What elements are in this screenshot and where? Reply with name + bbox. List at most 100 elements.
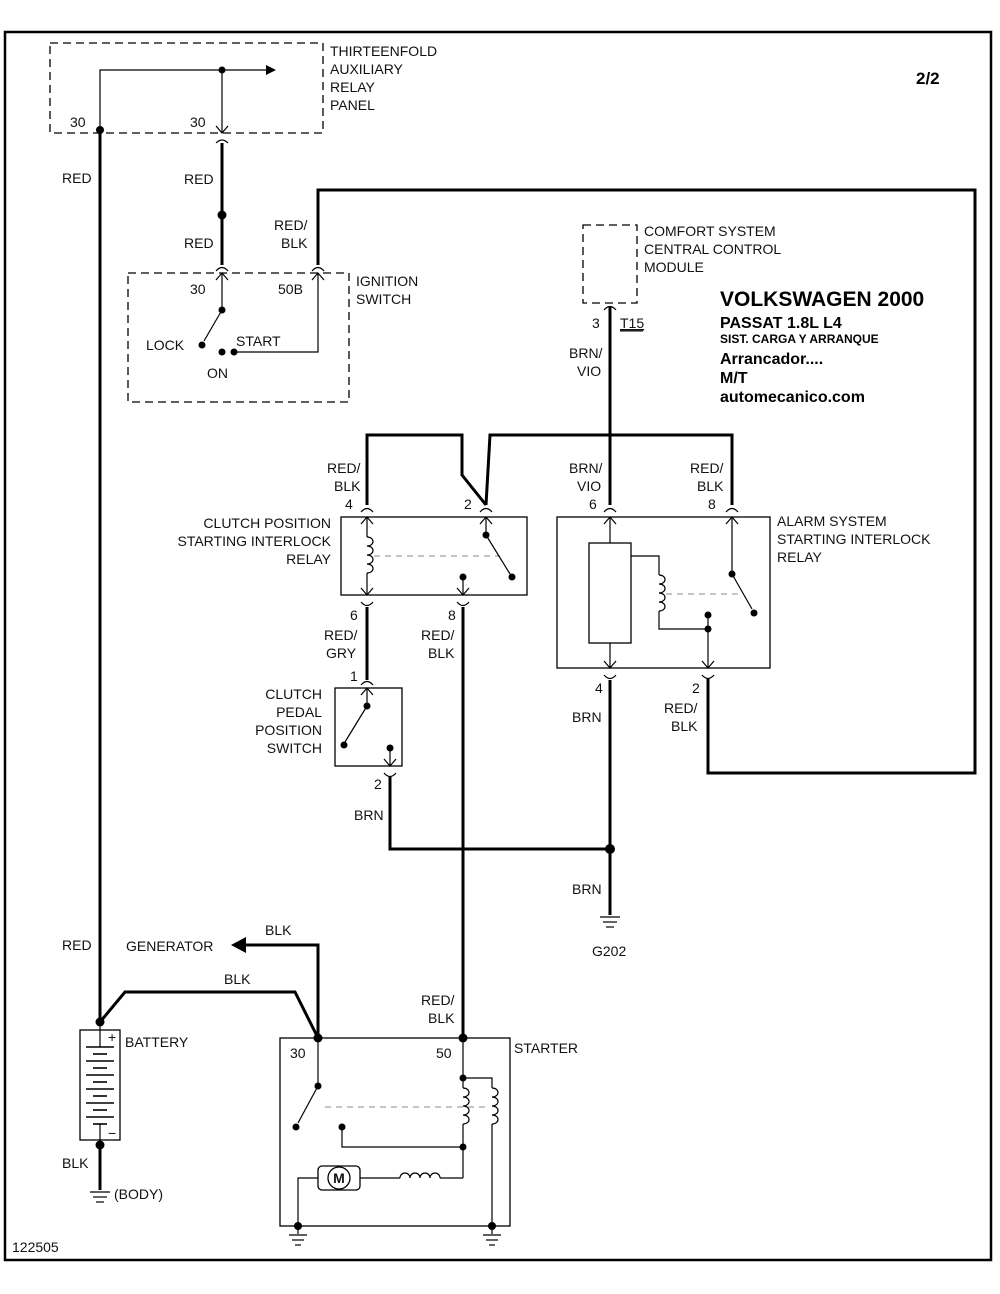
page-frame bbox=[3, 30, 993, 1262]
ignition-pin-50b: 50B bbox=[278, 281, 303, 297]
alarm-relay-coil-lead bbox=[658, 611, 708, 630]
connector-icon bbox=[456, 601, 470, 607]
alarm-relay-outline bbox=[556, 516, 771, 669]
splice-dot bbox=[459, 1143, 467, 1151]
alarm-relay-module-block bbox=[588, 542, 632, 644]
comfort-module-outline bbox=[582, 224, 638, 304]
wire-label-blk: BLK bbox=[224, 971, 251, 987]
ignition-pos-on: ON bbox=[207, 365, 228, 381]
clutch-relay: CLUTCH POSITION STARTING INTERLOCK RELAY… bbox=[177, 496, 528, 623]
switch-contact-dot bbox=[218, 348, 226, 356]
ground-body-label: (BODY) bbox=[114, 1186, 163, 1202]
clutch-switch-outline bbox=[334, 687, 403, 767]
switch-contact-dot bbox=[292, 1123, 300, 1131]
clutch-relay-name-line: RELAY bbox=[286, 551, 332, 567]
clutch-pedal-switch: CLUTCH PEDAL POSITION SWITCH 1 2 bbox=[255, 668, 403, 792]
alarm-relay-pin-2: 2 bbox=[692, 680, 700, 696]
connector-icon bbox=[311, 266, 325, 272]
pin-arrow-icon bbox=[701, 660, 715, 669]
relay-panel-arrow-icon bbox=[266, 65, 276, 75]
ignition-pin-30: 30 bbox=[190, 281, 206, 297]
comfort-module-name-line: CENTRAL CONTROL bbox=[644, 241, 781, 257]
ground-body: (BODY) bbox=[90, 1186, 163, 1203]
alarm-relay-pin-4: 4 bbox=[595, 680, 603, 696]
wire-red-blk-alarm-relay bbox=[484, 433, 734, 506]
starter-motor-icon bbox=[327, 1166, 351, 1190]
relay-panel-pin-right: 30 bbox=[190, 114, 206, 130]
wire-label-red-blk: BLK bbox=[334, 478, 361, 494]
wire-label-red-blk: RED/ bbox=[327, 460, 361, 476]
battery-label: BATTERY bbox=[125, 1034, 189, 1050]
relay-panel-name-line: PANEL bbox=[330, 97, 375, 113]
connector-icon bbox=[479, 507, 493, 513]
alarm-relay: ALARM SYSTEM STARTING INTERLOCK RELAY 6 … bbox=[556, 496, 931, 696]
clutch-switch-name-line: CLUTCH bbox=[265, 686, 322, 702]
starter-field-coil-icon bbox=[399, 1172, 441, 1179]
wire-brn-clutch-switch-ground bbox=[388, 777, 610, 851]
connector-icon bbox=[360, 507, 374, 513]
document-id: 122505 bbox=[12, 1239, 59, 1255]
connector-icon bbox=[603, 674, 617, 680]
relay-panel: THIRTEENFOLD AUXILIARY RELAY PANEL 30 30 bbox=[49, 42, 437, 144]
ignition-switch-outline bbox=[127, 272, 350, 403]
starter-hold-in-coil-icon bbox=[491, 1087, 499, 1125]
pin-arrow-icon bbox=[311, 272, 325, 281]
relay-panel-outline bbox=[49, 42, 324, 134]
clutch-relay-pin-6: 6 bbox=[350, 607, 358, 623]
relay-panel-bus bbox=[99, 69, 270, 130]
generator-label: GENERATOR bbox=[126, 938, 213, 954]
title-website: automecanico.com bbox=[720, 389, 865, 406]
starter-lead bbox=[297, 1177, 318, 1226]
switch-contact-dot bbox=[340, 741, 348, 749]
relay-panel-name-line: AUXILIARY bbox=[330, 61, 404, 77]
wire-label-red-gry: RED/ bbox=[324, 627, 358, 643]
wire-label-red: RED bbox=[184, 235, 214, 251]
starter-motor-label: M bbox=[333, 1170, 345, 1186]
switch-contact-dot bbox=[508, 573, 516, 581]
wire-label-brn-vio: BRN/ bbox=[569, 345, 603, 361]
page-number: 2/2 bbox=[916, 69, 940, 88]
wire-label-red-blk: BLK bbox=[428, 645, 455, 661]
wire-label-red: RED bbox=[62, 170, 92, 186]
starter-outline bbox=[279, 1037, 511, 1227]
alarm-relay-pin-6: 6 bbox=[589, 496, 597, 512]
alarm-relay-coil-icon bbox=[658, 574, 666, 612]
wire-red-blk-start-signal bbox=[316, 188, 977, 775]
switch-contact-dot bbox=[198, 341, 206, 349]
wire-label-red-gry: GRY bbox=[326, 645, 357, 661]
connector-icon bbox=[603, 507, 617, 513]
comfort-module-name-line: MODULE bbox=[644, 259, 704, 275]
ground-g202-label: G202 bbox=[592, 943, 626, 959]
clutch-switch-name-line: POSITION bbox=[255, 722, 322, 738]
wire-blk-battery-starter bbox=[98, 990, 320, 1039]
pin-arrow-icon bbox=[603, 660, 617, 669]
comfort-module-pin: 3 bbox=[592, 315, 600, 331]
generator-arrow-icon bbox=[231, 937, 246, 953]
clutch-switch-pin-1: 1 bbox=[350, 668, 358, 684]
title-subsystem: Arrancador.... bbox=[720, 351, 823, 368]
relay-panel-name-line: THIRTEENFOLD bbox=[330, 43, 437, 59]
alarm-relay-pin-8: 8 bbox=[708, 496, 716, 512]
clutch-relay-pin-2: 2 bbox=[464, 496, 472, 512]
alarm-relay-name-line: ALARM SYSTEM bbox=[777, 513, 887, 529]
wire-label-blk: BLK bbox=[265, 922, 292, 938]
wire-label-red-blk: BLK bbox=[671, 718, 698, 734]
clutch-switch-name-line: SWITCH bbox=[267, 740, 322, 756]
ignition-switch-name-line: IGNITION bbox=[356, 273, 418, 289]
connector-icon bbox=[701, 674, 715, 680]
connector-icon bbox=[725, 507, 739, 513]
relay-panel-pin-left: 30 bbox=[70, 114, 86, 130]
starter-label: STARTER bbox=[514, 1040, 578, 1056]
starter-lead bbox=[341, 1127, 463, 1148]
clutch-switch-blade bbox=[344, 705, 368, 743]
clutch-relay-pin-8: 8 bbox=[448, 607, 456, 623]
starter-lead bbox=[463, 1077, 493, 1088]
wire-label-red: RED bbox=[184, 171, 214, 187]
ground-g202: G202 bbox=[592, 916, 626, 959]
wire-label-red-blk: RED/ bbox=[664, 700, 698, 716]
ignition-switch-blade bbox=[203, 309, 223, 342]
title-make-year: VOLKSWAGEN 2000 bbox=[720, 288, 924, 311]
title-block: VOLKSWAGEN 2000 PASSAT 1.8L L4 SIST. CAR… bbox=[720, 288, 924, 406]
wire-label-brn: BRN bbox=[354, 807, 384, 823]
